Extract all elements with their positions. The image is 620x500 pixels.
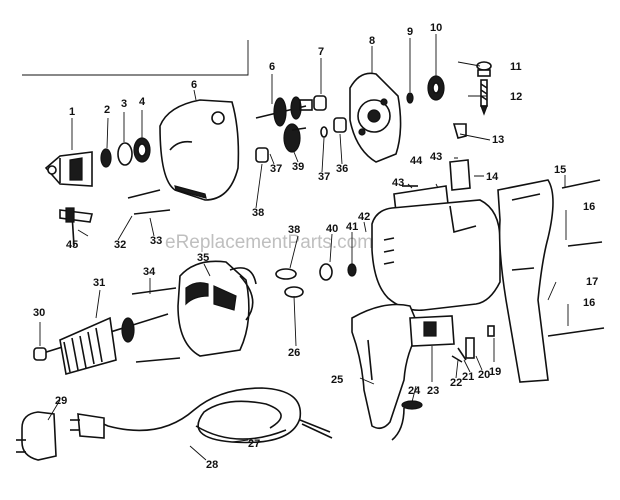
gear-plate-part[interactable] [349, 72, 402, 163]
callout-38-top: 38 [252, 207, 264, 219]
callout-6-housing: 6 [191, 79, 197, 91]
callout-12: 12 [510, 91, 522, 103]
callout-4: 4 [139, 96, 146, 108]
callout-32: 32 [114, 239, 126, 251]
callout-17: 17 [586, 276, 598, 288]
callout-37-right: 37 [318, 171, 330, 183]
callout-26: 26 [288, 347, 300, 359]
gear-39-part[interactable] [283, 123, 301, 153]
washer-26b-part[interactable] [284, 286, 304, 298]
field-stator-part[interactable] [177, 260, 257, 357]
callout-31: 31 [93, 277, 105, 289]
callout-24: 24 [408, 385, 421, 397]
callout-45: 45 [66, 239, 78, 251]
screw-33-part[interactable] [133, 209, 171, 215]
gear-housing-part[interactable] [159, 99, 240, 201]
callout-44: 44 [410, 155, 423, 167]
callout-23: 23 [427, 385, 439, 397]
pin-9-part[interactable] [406, 92, 414, 104]
side-handle-17-part[interactable] [497, 179, 554, 383]
clip-13-part[interactable] [452, 123, 467, 139]
callout-28: 28 [206, 459, 218, 471]
callout-29: 29 [55, 395, 67, 407]
callout-40: 40 [326, 223, 338, 235]
ring-41-part[interactable] [347, 263, 357, 277]
screw-15-part[interactable] [561, 179, 601, 189]
callout-10: 10 [430, 22, 442, 34]
callout-15: 15 [554, 164, 566, 176]
washer-26a-part[interactable] [275, 268, 297, 280]
screw-32-part[interactable] [127, 189, 161, 199]
bearing-30-part[interactable] [33, 347, 47, 361]
switch-assembly-part[interactable] [409, 315, 495, 363]
switch-knob-14-part[interactable] [449, 159, 471, 191]
brush-holder-part[interactable] [476, 61, 492, 116]
callout-1: 1 [69, 106, 75, 118]
bushing-36-part[interactable] [333, 117, 347, 133]
assembly-bracket [22, 40, 249, 76]
callout-30: 30 [33, 307, 45, 319]
callout-16-top: 16 [583, 201, 595, 213]
callout-34: 34 [143, 266, 156, 278]
ring-3-part[interactable] [117, 142, 133, 166]
callout-39: 39 [292, 161, 304, 173]
power-cord-part[interactable] [70, 387, 333, 444]
callout-25: 25 [331, 374, 343, 386]
callout-14: 14 [486, 171, 499, 183]
watermark: eReplacementParts.com [165, 232, 373, 253]
callout-43-top: 43 [430, 151, 442, 163]
callout-9: 9 [407, 26, 413, 38]
callout-35: 35 [197, 252, 209, 264]
callout-20: 20 [478, 369, 490, 381]
bushing-40-part[interactable] [319, 263, 333, 281]
screw-16a-part[interactable] [567, 241, 603, 247]
chuck-part[interactable] [44, 151, 93, 187]
callout-38-bottom: 38 [288, 224, 300, 236]
callout-27: 27 [248, 438, 260, 450]
callout-13: 13 [492, 134, 504, 146]
callout-6-spindle: 6 [269, 61, 275, 73]
chuck-key-part[interactable] [59, 207, 93, 247]
screw-16b-part[interactable] [547, 327, 605, 337]
callout-11: 11 [510, 61, 522, 73]
cord-sleeve-part[interactable] [391, 407, 405, 441]
callout-22: 22 [450, 377, 462, 389]
callout-42: 42 [358, 211, 370, 223]
callout-2: 2 [104, 104, 110, 116]
callout-37-left: 37 [270, 163, 282, 175]
callout-3: 3 [121, 98, 127, 110]
callout-8: 8 [369, 35, 375, 47]
callout-36: 36 [336, 163, 348, 175]
callout-41: 41 [346, 221, 358, 233]
callout-43-left: 43 [392, 177, 404, 189]
callout-33: 33 [150, 235, 162, 247]
callout-16-bottom: 16 [583, 297, 595, 309]
plug-29-part[interactable] [16, 411, 57, 461]
ring-2-part[interactable] [100, 148, 112, 168]
bushing-7-part[interactable] [313, 95, 327, 111]
callout-21: 21 [462, 371, 474, 383]
screw-34b-part[interactable] [135, 357, 181, 363]
screw-34a-part[interactable] [131, 287, 177, 295]
handle-25-part[interactable] [351, 303, 421, 430]
motor-housing-part[interactable] [371, 199, 501, 312]
callout-7: 7 [318, 46, 324, 58]
callout-19: 19 [489, 366, 501, 378]
bushing-38-part[interactable] [255, 147, 269, 163]
cord-protector-24-part[interactable] [401, 400, 423, 410]
armature-part[interactable] [39, 313, 169, 376]
spindle-gear-part[interactable] [255, 96, 313, 127]
washer-37-part[interactable] [320, 126, 328, 138]
